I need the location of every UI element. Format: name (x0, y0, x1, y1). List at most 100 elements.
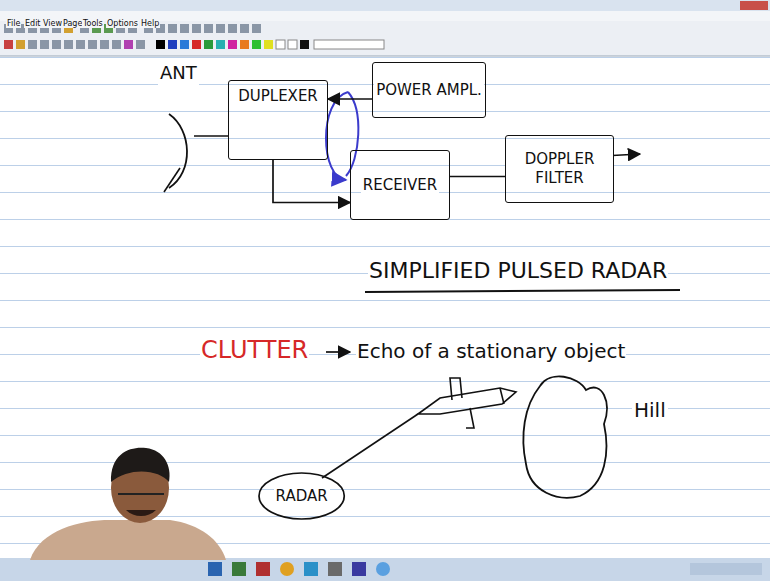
task-icon (376, 562, 390, 576)
signal-connector (194, 135, 228, 137)
tool-icon (124, 40, 133, 49)
receiver-box: RECEIVER (350, 150, 450, 220)
tool-icon (180, 24, 189, 33)
color-chip (252, 40, 261, 49)
signal-connector (328, 98, 372, 100)
color-chip (204, 40, 213, 49)
close-button (740, 1, 768, 10)
radar-ellipse: RADAR (258, 472, 345, 520)
color-chip (156, 40, 165, 49)
tool-icon (4, 40, 13, 49)
label-holder: Options (106, 11, 139, 30)
tool-icon (216, 24, 225, 33)
menu-item: Tools (82, 19, 104, 28)
lecturer-beard (126, 510, 156, 516)
menu-item: Edit (24, 19, 42, 28)
node-label: DOPPLER FILTER (506, 150, 613, 188)
menu-item: Page (62, 19, 83, 28)
tray (690, 563, 762, 575)
node-label: ANT (158, 62, 199, 85)
color-palette (156, 40, 384, 49)
tool-icon (64, 40, 73, 49)
menu-item: Options (106, 19, 139, 28)
task-icon (208, 562, 222, 576)
tool-icon (136, 40, 145, 49)
color-chip (168, 40, 177, 49)
hill-outline: Hill (520, 372, 608, 500)
tool-icon (88, 40, 97, 49)
title-underline (365, 290, 680, 292)
label-holder: CLUTTER (200, 336, 309, 364)
color-chip (240, 40, 249, 49)
color-chip (192, 40, 201, 49)
node-label: RECEIVER (361, 176, 439, 195)
amplifier-box: POWER AMPL. (372, 62, 486, 118)
signal-connector (273, 160, 350, 203)
lecturer (30, 448, 226, 560)
hill-outline-shape (520, 372, 608, 500)
outside-label: ANT (158, 62, 199, 85)
taskbar (0, 558, 770, 581)
duplexer-box: DUPLEXER (228, 80, 328, 160)
label-holder: Tools (82, 11, 104, 30)
label-holder: Help (140, 11, 160, 30)
label-holder: Edit (24, 11, 42, 30)
dish-curve (169, 114, 187, 188)
toolbar-edge (0, 56, 770, 57)
ruled-lines (0, 56, 770, 558)
task-icon (328, 562, 342, 576)
leakage-loop (346, 92, 358, 176)
lecturer-hair (111, 448, 170, 482)
tool-icon (112, 40, 121, 49)
label-holder: SIMPLIFIED PULSED RADAR (368, 258, 668, 283)
task-icon (256, 562, 270, 576)
tool-icon (16, 40, 25, 49)
color-chip (288, 40, 297, 49)
filter-box: DOPPLER FILTER (505, 135, 614, 203)
hill-outline-path (523, 376, 606, 497)
clutter-arrow (326, 351, 350, 353)
clutter-term: CLUTTER (200, 336, 309, 364)
tool-icon (168, 24, 177, 33)
tool-icon (192, 24, 201, 33)
radar-beam (322, 414, 418, 478)
node-label: Hill (632, 398, 668, 423)
airplane (418, 378, 516, 428)
task-icon (352, 562, 366, 576)
node-label: POWER AMPL. (374, 81, 484, 100)
tool-icon (52, 40, 61, 49)
clutter-definition: Echo of a stationary object (356, 339, 626, 363)
style-box (314, 40, 384, 49)
outside-label: Hill (632, 398, 668, 423)
label-holder: View (42, 11, 63, 30)
tool-icon (228, 24, 237, 33)
node-label: DUPLEXER (236, 87, 320, 106)
taskbar-icons (208, 562, 762, 576)
dish-stand (164, 168, 180, 192)
tool-icon (28, 40, 37, 49)
signal-connector (450, 176, 505, 178)
tool-icon (252, 24, 261, 33)
lecturer-shirt (30, 520, 226, 560)
antenna-dish: ANT (166, 112, 194, 190)
lecturer-glasses (118, 493, 164, 495)
color-chip (216, 40, 225, 49)
color-chip (264, 40, 273, 49)
airplane-body (418, 388, 516, 414)
task-icon (232, 562, 246, 576)
leakage-loop (326, 92, 348, 180)
radar-outline (259, 473, 344, 519)
label-holder: Page (62, 11, 83, 30)
title-bar (0, 0, 770, 11)
tool-icon (40, 40, 49, 49)
airplane-wing (466, 408, 474, 428)
task-icon (280, 562, 294, 576)
node-label: RADAR (274, 487, 330, 506)
color-chip (180, 40, 189, 49)
color-chip (228, 40, 237, 49)
menu-item: File (6, 19, 21, 28)
